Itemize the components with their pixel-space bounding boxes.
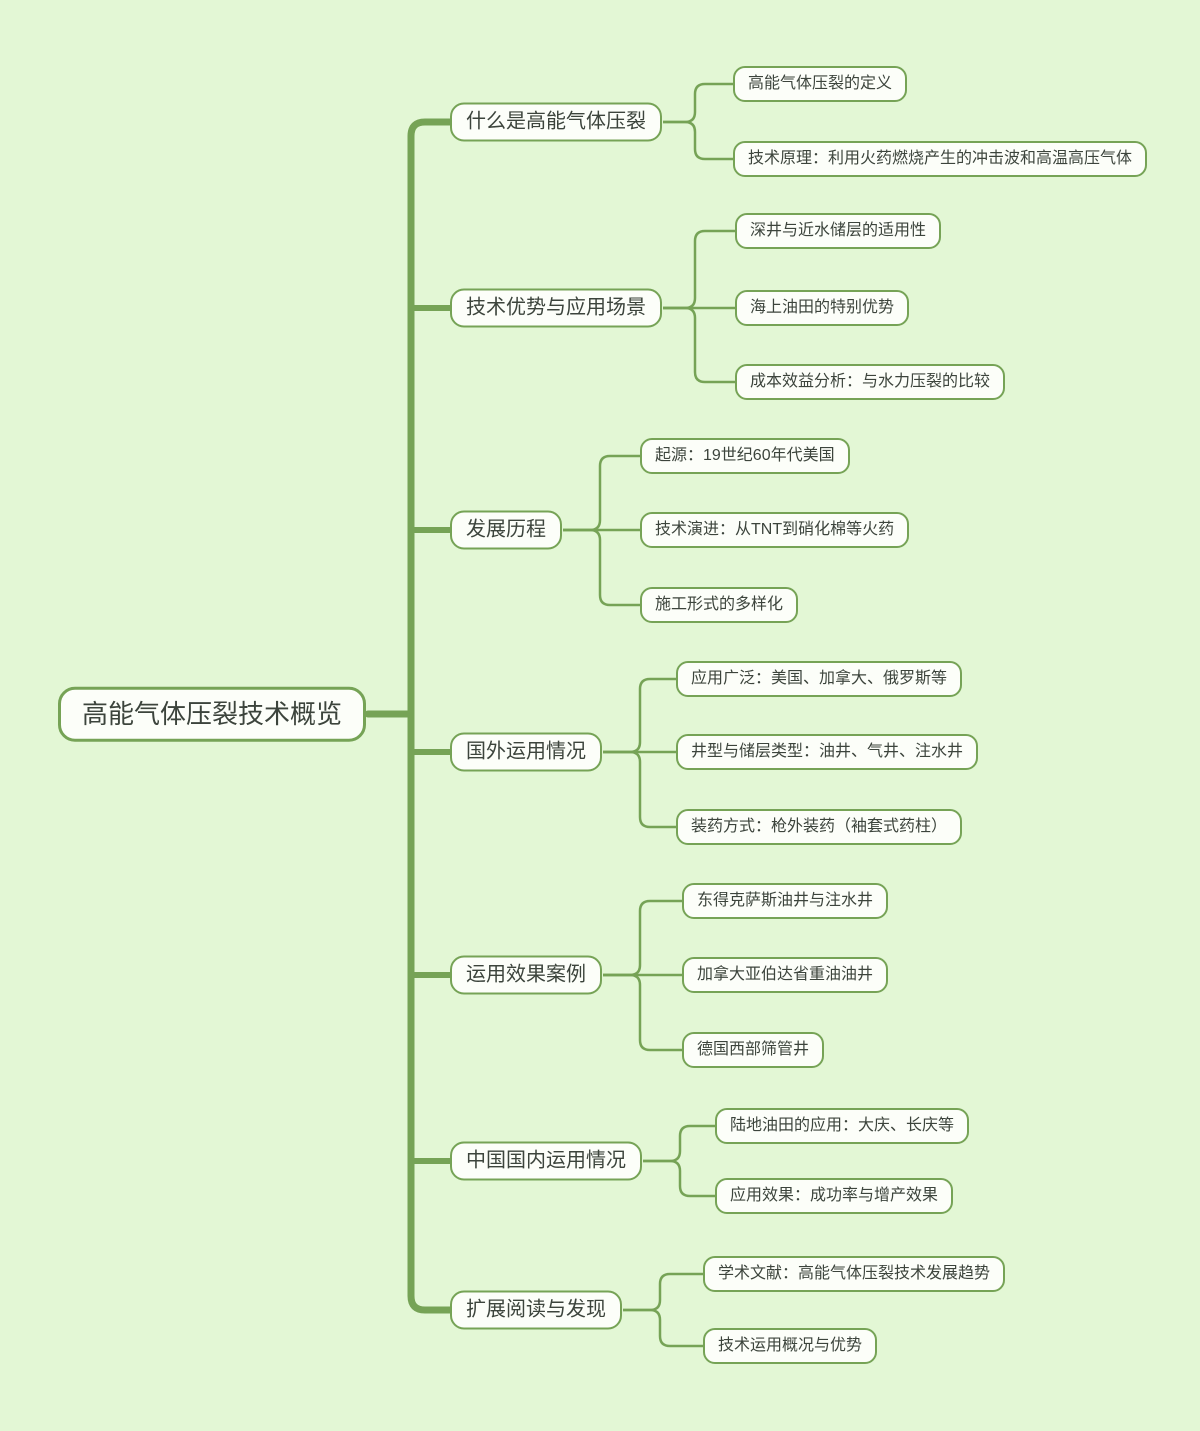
branch-topic-6[interactable]: 中国国内运用情况 <box>450 1141 642 1181</box>
branch-topic-1[interactable]: 什么是高能气体压裂 <box>450 102 662 142</box>
child-topic-2-3[interactable]: 成本效益分析：与水力压裂的比较 <box>735 364 1006 400</box>
child-topic-4-2[interactable]: 井型与储层类型：油井、气井、注水井 <box>676 734 979 770</box>
child-topic-6-1[interactable]: 陆地油田的应用：大庆、长庆等 <box>715 1108 970 1144</box>
child-topic-5-1[interactable]: 东得克萨斯油井与注水井 <box>682 883 889 919</box>
child-topic-5-2[interactable]: 加拿大亚伯达省重油油井 <box>682 957 889 993</box>
branch-topic-7[interactable]: 扩展阅读与发现 <box>450 1290 622 1330</box>
child-topic-4-3[interactable]: 装药方式：枪外装药（袖套式药柱） <box>676 809 963 845</box>
child-topic-1-1[interactable]: 高能气体压裂的定义 <box>733 66 908 102</box>
child-topic-7-1[interactable]: 学术文献：高能气体压裂技术发展趋势 <box>703 1256 1006 1292</box>
child-topic-3-3[interactable]: 施工形式的多样化 <box>640 587 799 623</box>
child-topic-2-1[interactable]: 深井与近水储层的适用性 <box>735 213 942 249</box>
child-topic-5-3[interactable]: 德国西部筛管井 <box>682 1032 825 1068</box>
child-topic-1-2[interactable]: 技术原理：利用火药燃烧产生的冲击波和高温高压气体 <box>733 141 1148 177</box>
child-topic-3-2[interactable]: 技术演进：从TNT到硝化棉等火药 <box>640 512 910 548</box>
child-topic-3-1[interactable]: 起源：19世纪60年代美国 <box>640 438 850 474</box>
child-topic-4-1[interactable]: 应用广泛：美国、加拿大、俄罗斯等 <box>676 661 963 697</box>
branch-topic-3[interactable]: 发展历程 <box>450 510 562 550</box>
root-topic[interactable]: 高能气体压裂技术概览 <box>58 686 367 742</box>
child-topic-2-2[interactable]: 海上油田的特别优势 <box>735 290 910 326</box>
child-topic-7-2[interactable]: 技术运用概况与优势 <box>703 1328 878 1364</box>
child-topic-6-2[interactable]: 应用效果：成功率与增产效果 <box>715 1178 954 1214</box>
branch-topic-2[interactable]: 技术优势与应用场景 <box>450 288 662 328</box>
branch-topic-5[interactable]: 运用效果案例 <box>450 955 602 995</box>
branch-topic-4[interactable]: 国外运用情况 <box>450 732 602 772</box>
